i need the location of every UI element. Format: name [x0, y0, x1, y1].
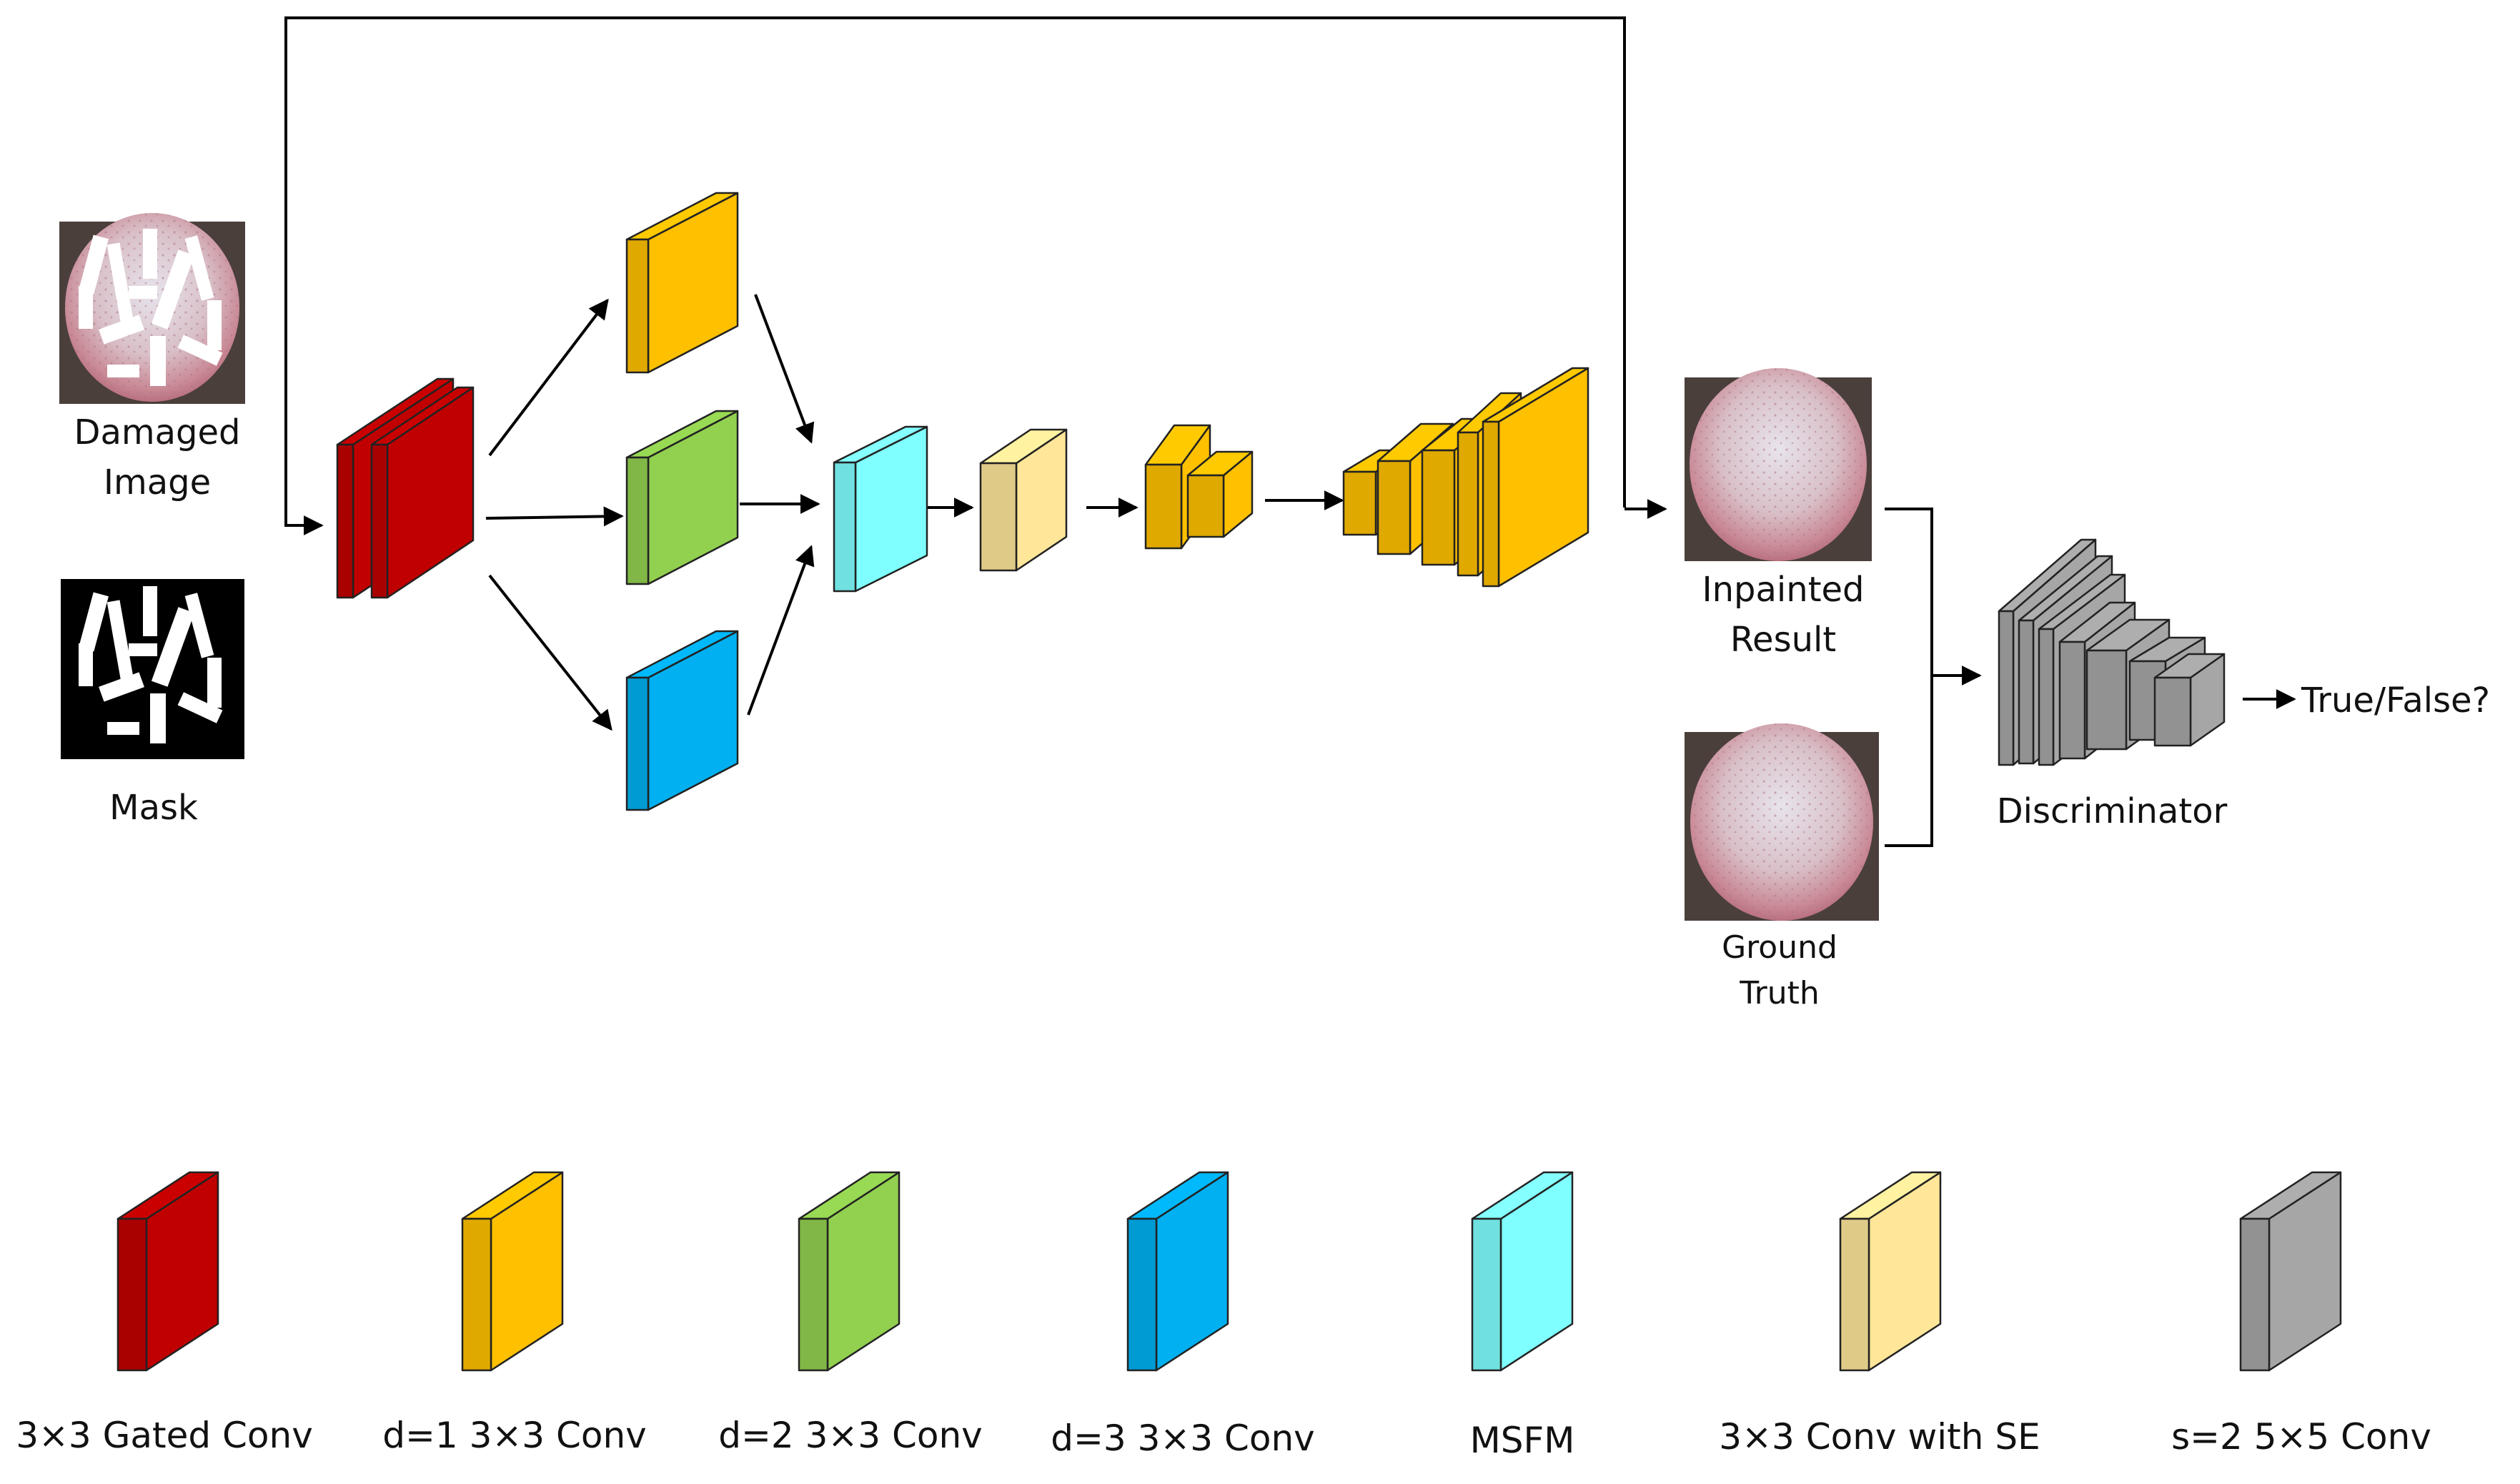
- inpainted-label-line2: Result: [1730, 620, 1837, 660]
- red-block-icon: [116, 1171, 219, 1372]
- cyan-block-icon: [1471, 1171, 1574, 1372]
- inpainted-image: [1685, 368, 1872, 561]
- legend-label-d2-conv: d=2 3×3 Conv: [718, 1415, 983, 1456]
- conv-se-block: [979, 428, 1068, 572]
- legend-label-s2-conv: s=2 5×5 Conv: [2171, 1416, 2431, 1458]
- true-false-label: True/False?: [2301, 681, 2491, 721]
- ground-truth-label-line2: Truth: [1740, 975, 1820, 1011]
- inpainted-label-line1: Inpainted: [1702, 570, 1865, 610]
- decoder-block: [1482, 367, 1589, 588]
- damaged-image-label-line1: Damaged: [74, 412, 241, 452]
- ground-truth-label: Ground Truth: [1701, 925, 1858, 1016]
- inpainted-label: Inpainted Result: [1687, 565, 1880, 665]
- legend-label-conv-se: 3×3 Conv with SE: [1719, 1416, 2040, 1458]
- gated-conv-layer: [370, 386, 475, 599]
- discriminator-label: Discriminator: [1996, 791, 2228, 831]
- network-blocks: [625, 192, 1589, 811]
- ground-truth-label-line1: Ground: [1722, 929, 1837, 966]
- orange-encoder-block: [1186, 450, 1254, 538]
- blue-block-icon: [1126, 1171, 1229, 1372]
- pale-yellow-block-icon: [1839, 1171, 1942, 1372]
- branch-arrows: [485, 294, 1344, 731]
- legend-label-d1-conv: d=1 3×3 Conv: [382, 1415, 647, 1456]
- msfm-block: [833, 425, 928, 593]
- damaged-image: [59, 213, 245, 404]
- mask-label: Mask: [79, 783, 229, 833]
- d2-conv-block: [625, 410, 739, 585]
- legend-label-d3-conv: d=3 3×3 Conv: [1051, 1418, 1315, 1459]
- legend-label-gated-conv: 3×3 Gated Conv: [16, 1415, 313, 1456]
- d1-conv-block: [625, 192, 739, 374]
- green-block-icon: [798, 1171, 901, 1372]
- mask-image: [61, 579, 244, 759]
- d3-conv-block: [625, 630, 739, 811]
- disc-layer: [2153, 653, 2226, 747]
- discriminator-input-lines: [1885, 508, 1982, 847]
- legend-icons: [116, 1171, 2342, 1372]
- gated-conv-block: [336, 377, 475, 599]
- ground-truth-image: [1685, 723, 1879, 921]
- legend-label-msfm: MSFM: [1469, 1420, 1575, 1461]
- damaged-image-label: Damaged Image: [71, 407, 243, 508]
- orange-block-icon: [461, 1171, 564, 1372]
- skip-connection: [284, 16, 1667, 535]
- gray-block-icon: [2239, 1171, 2342, 1372]
- discriminator-block: [1998, 538, 2226, 766]
- damaged-image-label-line2: Image: [103, 462, 212, 503]
- mask-label-text: Mask: [109, 788, 198, 828]
